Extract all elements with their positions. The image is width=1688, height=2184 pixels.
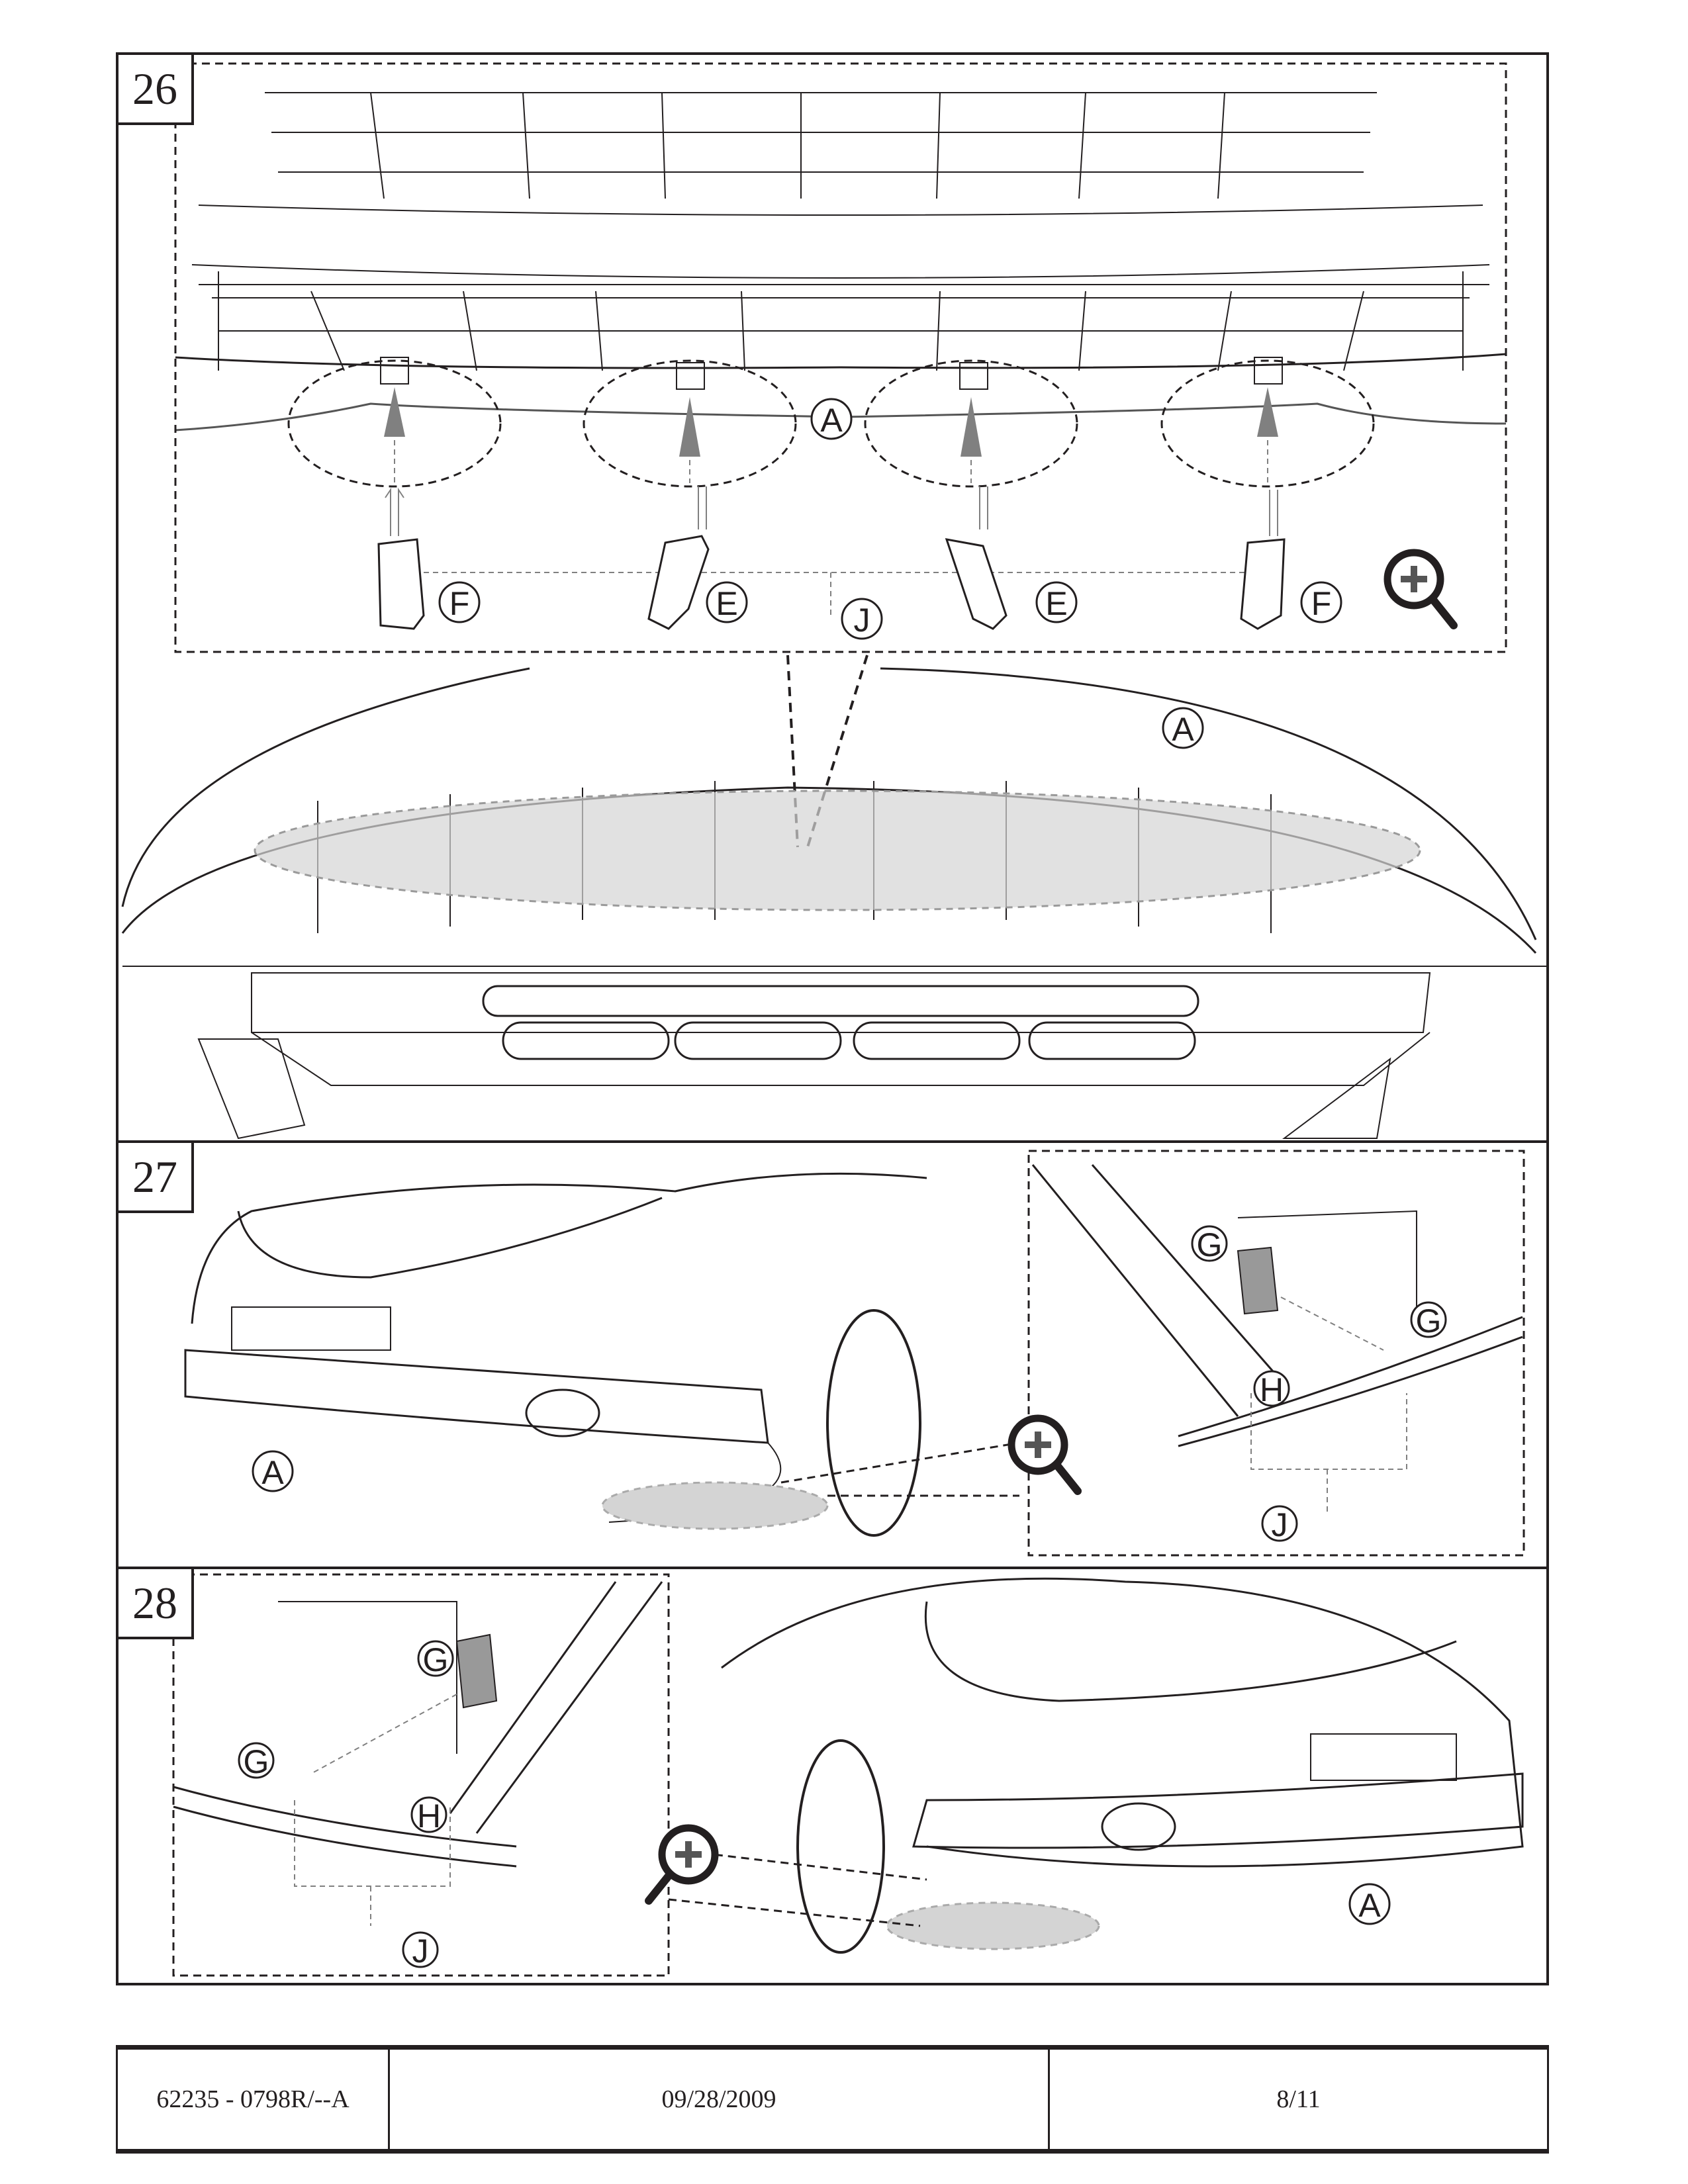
brackets [377, 535, 1286, 630]
callout-g: G [238, 1742, 275, 1780]
document-footer: 62235 - 0798R/--A 09/28/2009 8/11 [116, 2045, 1549, 2154]
install-arrows [384, 387, 1278, 457]
panel-divider [116, 1140, 1549, 1143]
document-date: 09/28/2009 [390, 2050, 1050, 2149]
svg-text:A: A [1172, 711, 1194, 748]
callout-j: J [402, 1931, 439, 1970]
step-number: 27 [116, 1140, 194, 1213]
svg-text:H: H [417, 1797, 441, 1835]
svg-text:E: E [1045, 585, 1067, 622]
step-26-diagram [121, 62, 1549, 1140]
step-28-diagram [172, 1573, 1524, 1977]
callout-h: H [1253, 1370, 1290, 1408]
callout-f: F [438, 581, 481, 623]
callout-e: E [706, 581, 748, 623]
magnifier-plus-icon [645, 1824, 719, 1905]
svg-text:A: A [1358, 1887, 1381, 1924]
svg-text:G: G [1197, 1226, 1223, 1263]
step-27-diagram [184, 1150, 1525, 1557]
svg-text:F: F [1311, 585, 1332, 622]
callout-a: A [810, 398, 853, 440]
svg-text:E: E [716, 585, 737, 622]
callout-f: F [1300, 581, 1342, 623]
highlight-area [254, 790, 1421, 911]
magnifier-plus-icon [1008, 1414, 1082, 1495]
grille-detail [191, 92, 1490, 371]
svg-text:J: J [1272, 1506, 1288, 1543]
svg-text:G: G [244, 1743, 269, 1780]
callout-j: J [1261, 1505, 1298, 1543]
callout-a: A [1348, 1883, 1391, 1925]
callout-j: J [841, 598, 883, 640]
svg-text:G: G [423, 1641, 449, 1678]
callout-a: A [1162, 707, 1204, 749]
magnifier-plus-icon [1383, 549, 1458, 629]
callout-g: G [1191, 1225, 1228, 1263]
svg-text:G: G [1416, 1302, 1442, 1340]
page-number: 8/11 [1276, 2085, 1321, 2113]
part-number: 62235 - 0798R/--A [118, 2050, 390, 2149]
svg-text:A: A [261, 1454, 284, 1491]
callout-g: G [1410, 1301, 1447, 1340]
panel-divider [116, 1567, 1549, 1569]
callout-a: A [252, 1450, 294, 1492]
step-number: 26 [116, 52, 194, 125]
step-number: 28 [116, 1567, 194, 1639]
steps-frame [116, 52, 1549, 1985]
callout-h: H [410, 1796, 447, 1835]
svg-text:F: F [449, 585, 470, 622]
svg-text:A: A [820, 402, 843, 439]
svg-text:J: J [854, 602, 870, 639]
callout-e: E [1035, 581, 1078, 623]
svg-text:J: J [412, 1933, 429, 1970]
svg-text:H: H [1260, 1371, 1284, 1408]
callout-g: G [417, 1640, 454, 1678]
